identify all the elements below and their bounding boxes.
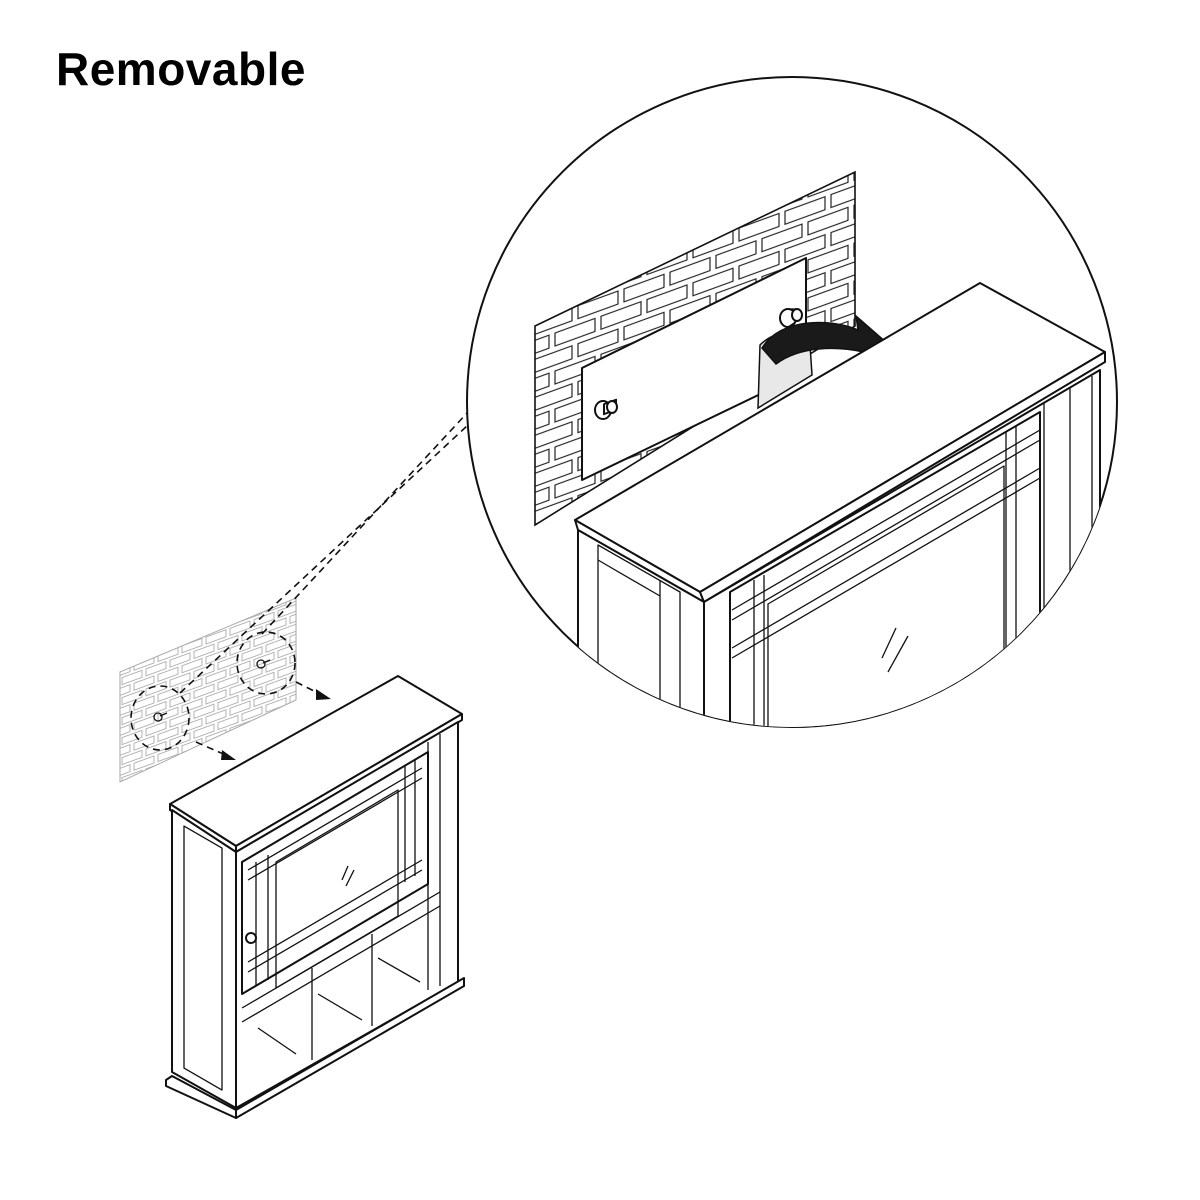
callout-circle-left (130, 685, 190, 751)
page-title: Removable (56, 43, 306, 95)
cabinet-door (241, 751, 429, 995)
overview-illustration (119, 411, 469, 1119)
callout-circle-right (236, 631, 296, 695)
screw-icon (153, 712, 168, 722)
screw-icon (256, 659, 271, 669)
cabinet-door-magnified (729, 411, 1041, 727)
callout-line-bottom (179, 424, 469, 694)
screw-icon (779, 308, 803, 328)
callout-line-top (261, 411, 469, 635)
glass-reflection-mark (881, 627, 897, 659)
cabinet-side (171, 809, 237, 1109)
door-knob (245, 932, 257, 944)
brick-wall-small (119, 597, 297, 783)
screw-icon (594, 398, 618, 420)
pointer-arrow-icon (316, 689, 331, 700)
pointer-arrow-icon (221, 750, 236, 760)
